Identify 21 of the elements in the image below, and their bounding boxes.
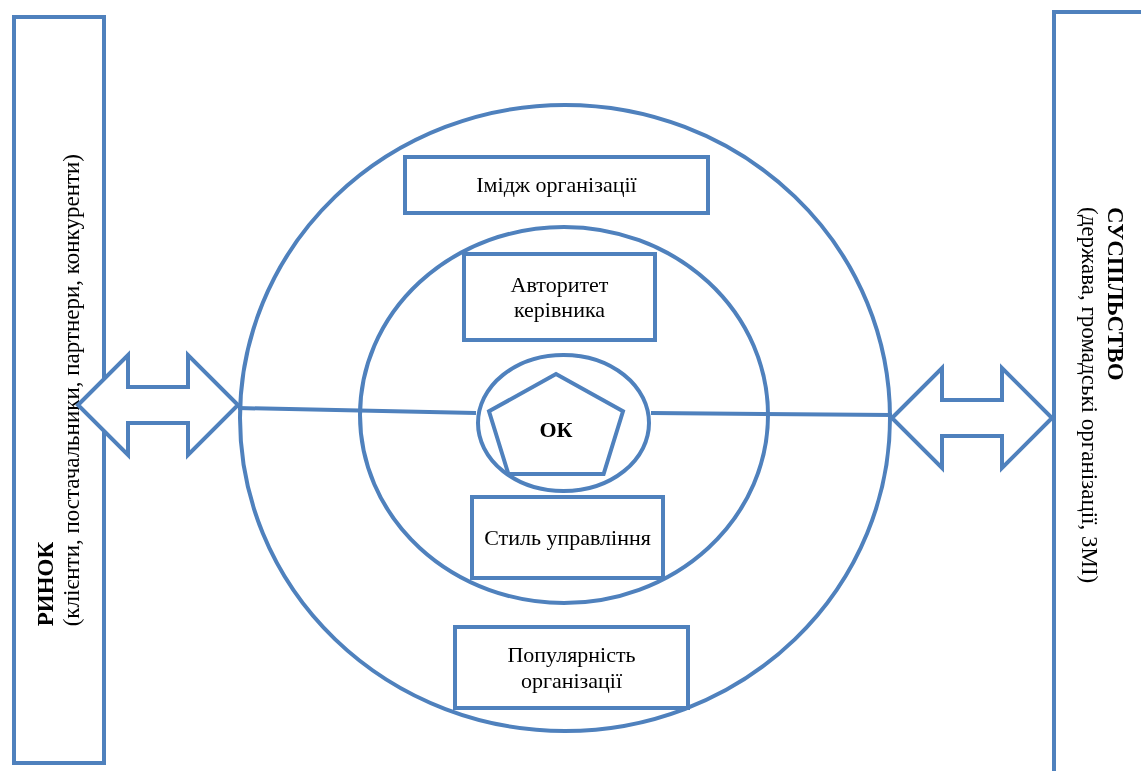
circle-ring bbox=[476, 353, 651, 493]
heading-text: РИНОК bbox=[33, 540, 59, 627]
side-panel bbox=[12, 15, 106, 765]
label-text: Імідж організації bbox=[475, 172, 638, 198]
double-block-arrow bbox=[889, 363, 1055, 473]
label-box bbox=[403, 155, 710, 215]
label-text: Авторитет керівника bbox=[509, 271, 610, 323]
label-box bbox=[462, 252, 657, 342]
circle-ring bbox=[238, 103, 892, 733]
label-text: ОК bbox=[539, 417, 573, 443]
subtitle-text: (держава, громадські організації, ЗМІ) bbox=[1076, 206, 1102, 584]
pentagon-shape bbox=[486, 371, 626, 477]
heading-text: СУСПІЛЬСТВО bbox=[1102, 206, 1128, 383]
label-box bbox=[453, 625, 690, 710]
side-panel bbox=[1052, 10, 1141, 771]
label-box bbox=[470, 495, 665, 580]
label-text: Стиль управління bbox=[483, 524, 652, 551]
label-text: Популярність організації bbox=[506, 642, 637, 693]
circle-ring bbox=[358, 225, 770, 605]
subtitle-text: (клієнти, постачальники, партнери, конкуренти) bbox=[59, 153, 85, 627]
double-block-arrow bbox=[75, 350, 241, 460]
